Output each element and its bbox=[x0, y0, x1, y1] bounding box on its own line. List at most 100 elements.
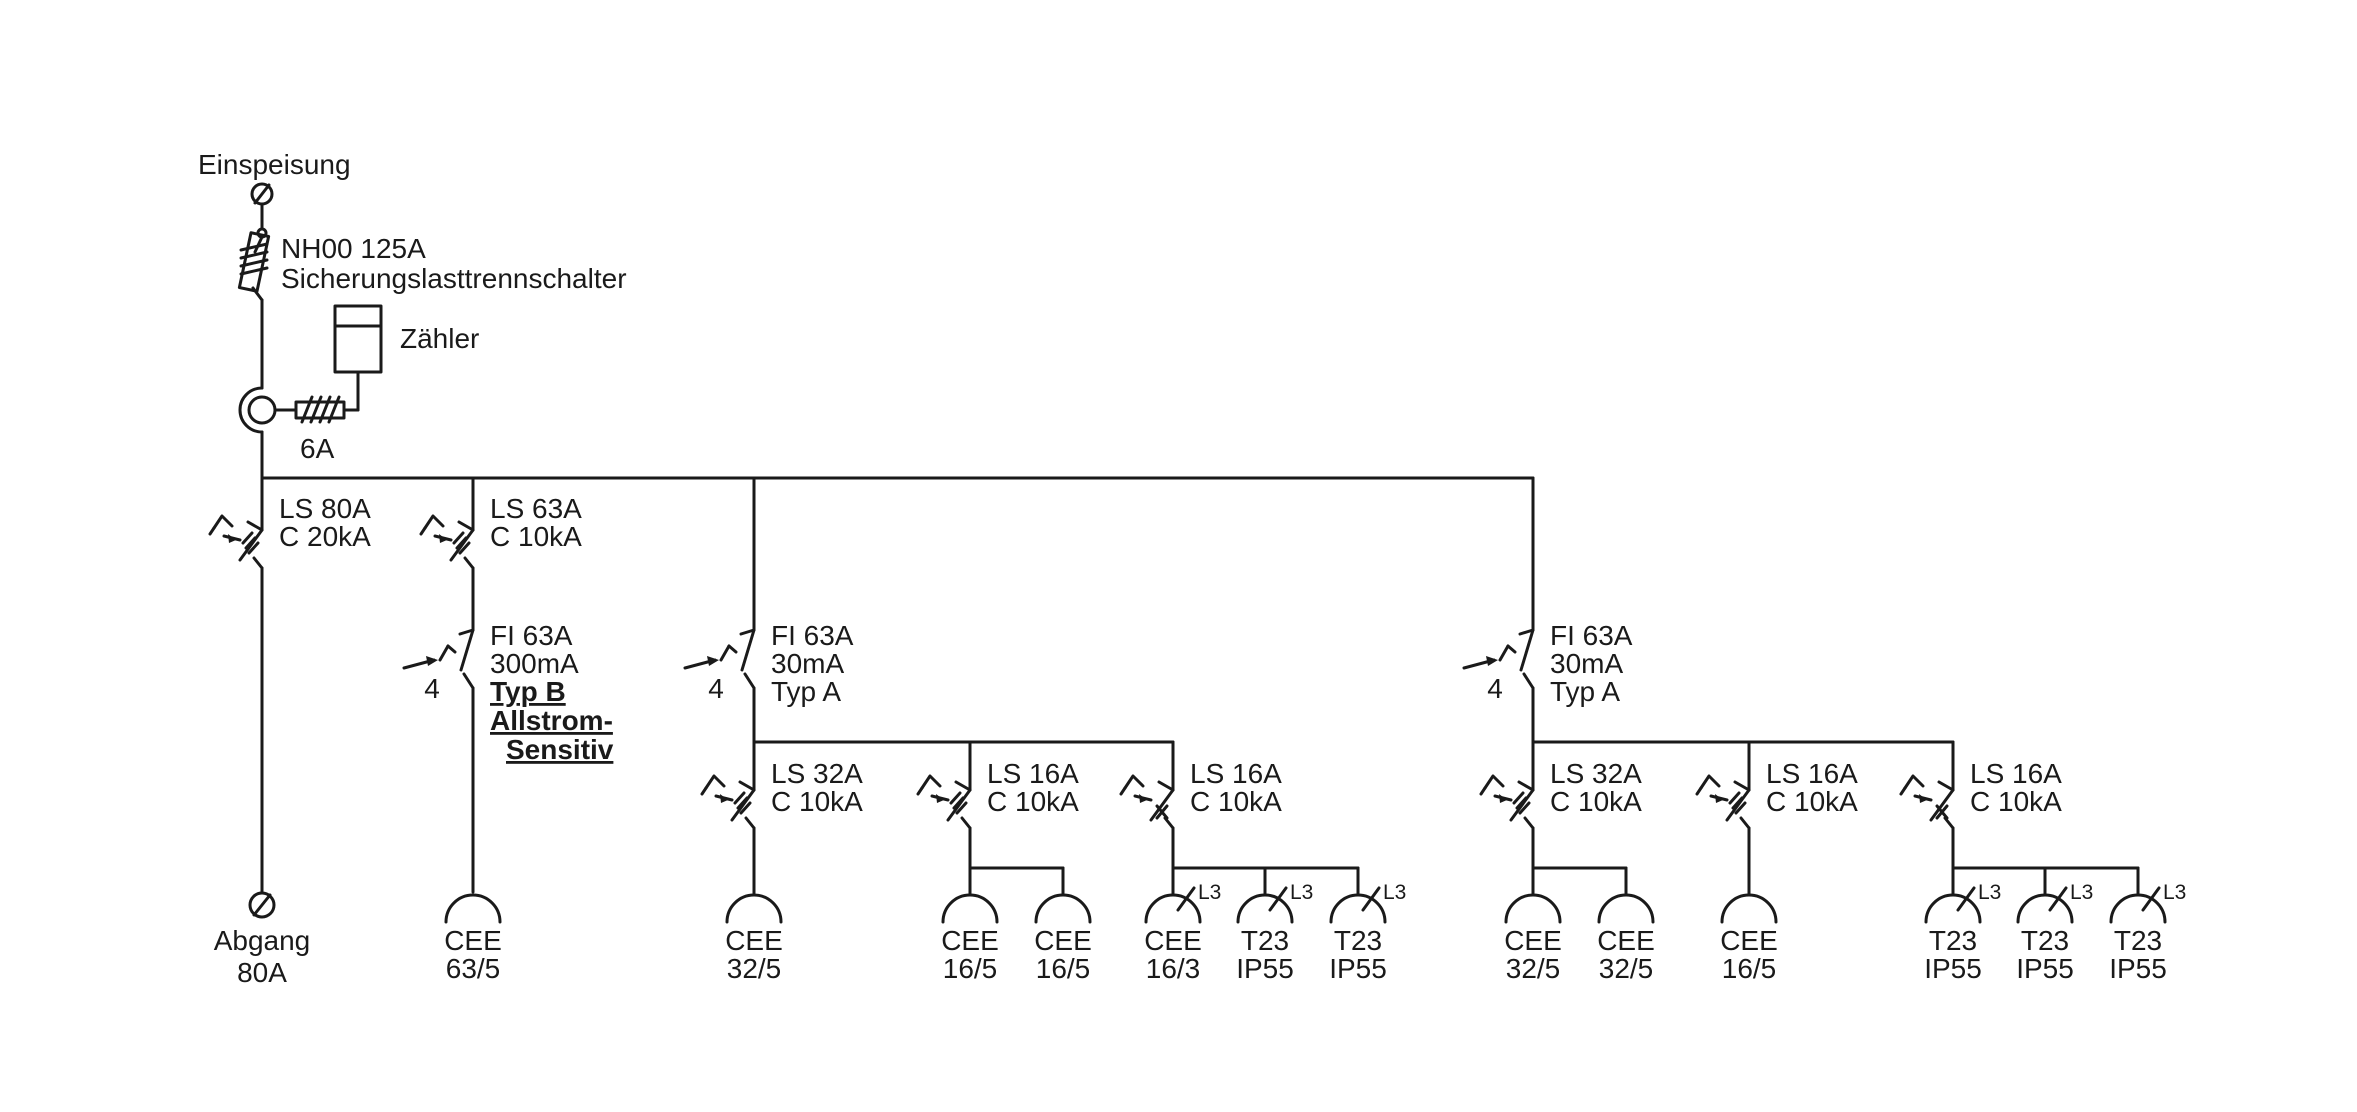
group1-breaker-3-line2: C 10kA bbox=[1190, 786, 1282, 817]
group1-rcd-line2: 30mA bbox=[771, 648, 844, 679]
group2-socket-6-line1: T23 bbox=[2114, 925, 2162, 956]
outlet-label-line2: 80A bbox=[237, 957, 287, 988]
group1-rcd-icon bbox=[683, 628, 756, 744]
group1-socket-2-line1: CEE bbox=[941, 925, 999, 956]
group2-socket-6-phase: L3 bbox=[2163, 881, 2186, 904]
group2-breaker-1-line1: LS 32A bbox=[1550, 758, 1642, 789]
group1-socket-4-icon bbox=[1144, 886, 1202, 924]
group1-socket-2-icon bbox=[941, 893, 999, 924]
group1-socket-1-line1: CEE bbox=[725, 925, 783, 956]
outlet-terminal-icon bbox=[248, 891, 276, 919]
ls-80a-line2: C 20kA bbox=[279, 521, 371, 552]
group1-socket-3-icon bbox=[1034, 893, 1092, 924]
group2-socket-4-icon bbox=[1924, 886, 1982, 924]
group2-socket-2-icon bbox=[1597, 893, 1655, 924]
group1-socket-4-phase: L3 bbox=[1198, 881, 1221, 904]
group2-socket-1-icon bbox=[1504, 893, 1562, 924]
meter-fuse-label: 6A bbox=[300, 433, 335, 464]
ls-63a-line2: C 10kA bbox=[490, 521, 582, 552]
group2-socket-3-line2: 16/5 bbox=[1722, 953, 1777, 984]
fuse-label-line1: NH00 125A bbox=[281, 233, 426, 264]
group1-breaker-1-line1: LS 32A bbox=[771, 758, 863, 789]
group2-rcd-line1: FI 63A bbox=[1550, 620, 1633, 651]
group1-breaker-1-icon bbox=[700, 740, 756, 897]
group2-breaker-2-line1: LS 16A bbox=[1766, 758, 1858, 789]
ls-63a-line1: LS 63A bbox=[490, 493, 582, 524]
group2-socket-4-line1: T23 bbox=[1929, 925, 1977, 956]
group2-breaker-1-icon bbox=[1479, 740, 1535, 870]
group2-socket-5-icon bbox=[2016, 886, 2074, 924]
group2-socket-3-line1: CEE bbox=[1720, 925, 1778, 956]
meter-label: Zähler bbox=[400, 323, 479, 354]
group2-socket-5-line2: IP55 bbox=[2016, 953, 2074, 984]
meter-icon bbox=[333, 304, 383, 374]
group2-breaker-2-line2: C 10kA bbox=[1766, 786, 1858, 817]
group1-breaker-1-line2: C 10kA bbox=[771, 786, 863, 817]
group2-socket-1-line1: CEE bbox=[1504, 925, 1562, 956]
group1-breaker-2-line1: LS 16A bbox=[987, 758, 1079, 789]
group1-socket-4-line2: 16/3 bbox=[1146, 953, 1201, 984]
group2-socket-1-line2: 32/5 bbox=[1506, 953, 1561, 984]
fuse-label-line2: Sicherungslasttrennschalter bbox=[281, 263, 627, 294]
group2-socket-5-line1: T23 bbox=[2021, 925, 2069, 956]
outlet-label-line1: Abgang bbox=[214, 925, 311, 956]
group1-socket-6-icon bbox=[1329, 886, 1387, 924]
group1-breaker-3-line1: LS 16A bbox=[1190, 758, 1282, 789]
feed-label: Einspeisung bbox=[198, 149, 351, 180]
group2-socket-6-icon bbox=[2109, 886, 2167, 924]
group1-socket-6-line2: IP55 bbox=[1329, 953, 1387, 984]
rcd-typ-b-line3: Typ B bbox=[490, 676, 566, 707]
group1-socket-2-line2: 16/5 bbox=[943, 953, 998, 984]
group1-socket-5-phase: L3 bbox=[1290, 881, 1313, 904]
group1-socket-6-line1: T23 bbox=[1334, 925, 1382, 956]
group1-rcd-line3: Typ A bbox=[771, 676, 841, 707]
socket-label-line1: CEE bbox=[444, 925, 502, 956]
ls-80a-line1: LS 80A bbox=[279, 493, 371, 524]
group1-socket-4-line1: CEE bbox=[1144, 925, 1202, 956]
group2-socket-5-phase: L3 bbox=[2070, 881, 2093, 904]
group2-socket-3-icon bbox=[1720, 893, 1778, 924]
group1-breaker-2-line2: C 10kA bbox=[987, 786, 1079, 817]
rcd-typ-b-line1: FI 63A bbox=[490, 620, 573, 651]
group2-breaker-3-icon bbox=[1899, 740, 1955, 870]
meter-fuse-icon bbox=[294, 370, 360, 424]
group2-breaker-3-line1: LS 16A bbox=[1970, 758, 2062, 789]
group1-rcd-line1: FI 63A bbox=[771, 620, 854, 651]
socket-label-line2: 63/5 bbox=[446, 953, 501, 984]
group2-rcd-poles: 4 bbox=[1487, 673, 1503, 704]
group1-socket-5-icon bbox=[1236, 886, 1294, 924]
group1-breaker-3-icon bbox=[1119, 740, 1175, 870]
feed-terminal-icon bbox=[250, 182, 274, 239]
group2-rcd-line3: Typ A bbox=[1550, 676, 1620, 707]
nh00-fuse-switch-icon bbox=[237, 231, 271, 302]
group1-rcd-poles: 4 bbox=[708, 673, 724, 704]
group1-socket-5-line2: IP55 bbox=[1236, 953, 1294, 984]
cee-socket-icon bbox=[444, 893, 502, 924]
group2-socket-4-phase: L3 bbox=[1978, 881, 2001, 904]
group1-socket-3-line2: 16/5 bbox=[1036, 953, 1091, 984]
rcd-typ-b-line4: Allstrom- bbox=[490, 705, 613, 736]
group2-breaker-1-line2: C 10kA bbox=[1550, 786, 1642, 817]
group1-socket-5-line1: T23 bbox=[1241, 925, 1289, 956]
group2-socket-6-line2: IP55 bbox=[2109, 953, 2167, 984]
group2-socket-4-line2: IP55 bbox=[1924, 953, 1982, 984]
group1-breaker-2-icon bbox=[916, 740, 972, 870]
group2-rcd-line2: 30mA bbox=[1550, 648, 1623, 679]
group2-breaker-2-icon bbox=[1695, 740, 1751, 897]
group1-socket-1-line2: 32/5 bbox=[727, 953, 782, 984]
group2-socket-2-line2: 32/5 bbox=[1599, 953, 1654, 984]
group1-socket-1-icon bbox=[725, 893, 783, 924]
group1-socket-3-line1: CEE bbox=[1034, 925, 1092, 956]
rcd-typ-b-icon bbox=[402, 628, 475, 894]
rcd-typ-b-line5: Sensitiv bbox=[506, 734, 614, 765]
group2-rcd-icon bbox=[1462, 628, 1535, 744]
ls-80a-breaker-icon bbox=[208, 476, 264, 894]
ls-63a-breaker-icon bbox=[419, 476, 475, 632]
group2-breaker-3-line2: C 10kA bbox=[1970, 786, 2062, 817]
current-transformer-icon bbox=[238, 386, 298, 480]
rcd-typ-b-line2: 300mA bbox=[490, 648, 579, 679]
group1-socket-6-phase: L3 bbox=[1383, 881, 1406, 904]
group2-socket-2-line1: CEE bbox=[1597, 925, 1655, 956]
rcd-typ-b-poles: 4 bbox=[424, 673, 440, 704]
